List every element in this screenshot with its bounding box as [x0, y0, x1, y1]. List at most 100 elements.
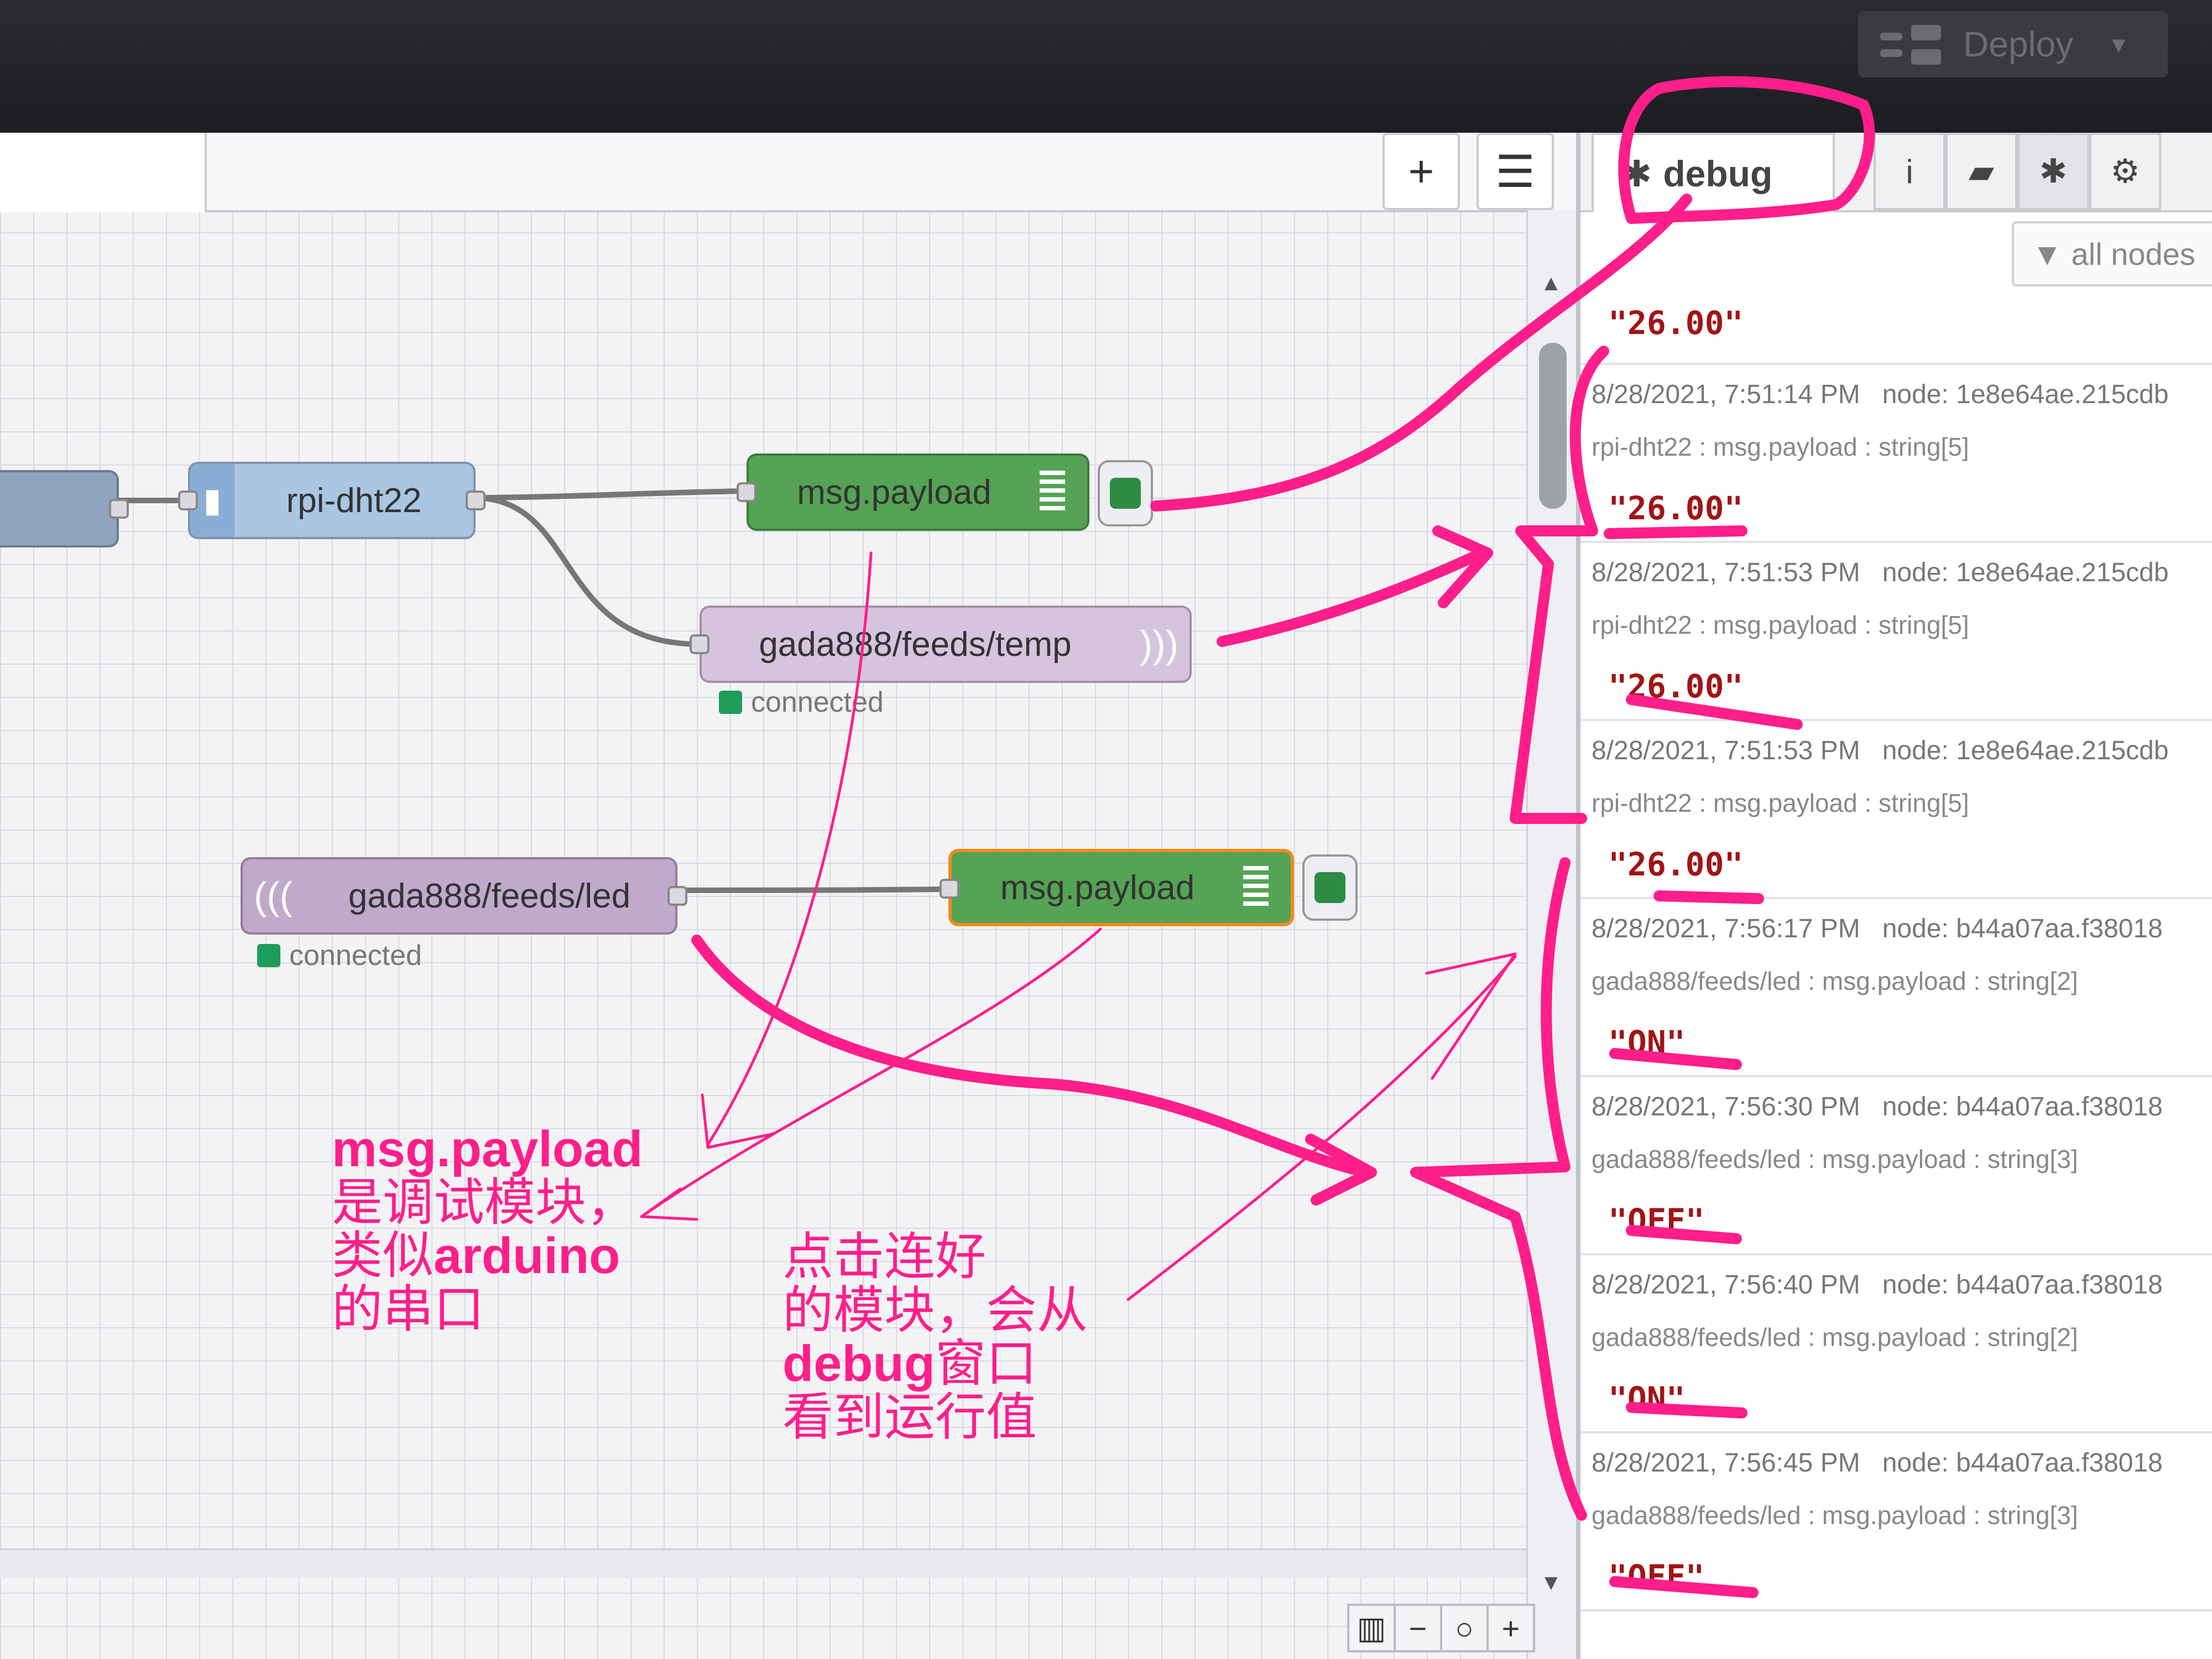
annotation-text: debug: [782, 1335, 935, 1392]
upstream-node[interactable]: [0, 470, 129, 547]
annotation-text: msg.payload: [332, 1121, 643, 1177]
message-node-id[interactable]: node: b44a07aa.f38018: [1882, 914, 2163, 943]
status-dot: [719, 691, 742, 714]
mqtt-in-status: connected: [257, 939, 422, 972]
debug-message-list[interactable]: "26.00" 8/28/2021, 7:51:14 PM node: 1e8e6…: [1580, 288, 2212, 1611]
node-output-port[interactable]: [667, 886, 687, 906]
flow-tab[interactable]: [0, 133, 207, 212]
message-value[interactable]: "26.00": [1608, 846, 1744, 883]
scroll-down-icon[interactable]: ▼: [1540, 1571, 1562, 1595]
filter-icon: ▼: [2032, 236, 2063, 272]
debug-message: 8/28/2021, 7:56:45 PM node: b44a07aa.f380…: [1580, 1433, 2212, 1611]
message-node-id[interactable]: node: 1e8e64ae.215cdb: [1882, 380, 2169, 409]
book-icon[interactable]: ▰: [1945, 133, 2017, 210]
status-text: connected: [289, 940, 422, 972]
plus-icon: +: [1408, 147, 1434, 196]
node-output-port[interactable]: [466, 491, 486, 510]
annotation-text: 的模块，会从: [782, 1282, 1088, 1339]
flow-workspace[interactable]: + ☰ ▮ rpi-dht22 msg.payload gada888/feed…: [0, 133, 1576, 1659]
message-timestamp: 8/28/2021, 7:51:53 PM: [1592, 736, 1860, 765]
debug-node-2[interactable]: msg.payload: [940, 849, 1294, 926]
deploy-label: Deploy: [1963, 24, 2074, 64]
mqtt-signal-icon: (((: [254, 874, 293, 917]
annotation-text: 类似: [332, 1228, 434, 1285]
rpi-dht22-node[interactable]: ▮ rpi-dht22: [178, 462, 486, 539]
debug-message: "26.00": [1580, 288, 2212, 365]
debug-node-1[interactable]: msg.payload: [737, 453, 1089, 531]
deploy-icon: [1880, 25, 1941, 65]
debug-toggle-button[interactable]: [1302, 854, 1358, 921]
message-node-id[interactable]: node: b44a07aa.f38018: [1882, 1092, 2163, 1121]
status-text: connected: [751, 686, 884, 718]
annotation-right: 点击连好 的模块，会从 debug窗口 看到运行值: [782, 1230, 1088, 1444]
deploy-button[interactable]: Deploy ▾: [1858, 11, 2168, 77]
flow-list-button[interactable]: ☰: [1477, 133, 1554, 210]
message-value[interactable]: "26.00": [1608, 489, 1744, 527]
message-node-id[interactable]: node: 1e8e64ae.215cdb: [1882, 558, 2169, 587]
node-input-port[interactable]: [737, 482, 757, 502]
debug-message: 8/28/2021, 7:56:40 PM node: b44a07aa.f380…: [1580, 1255, 2212, 1433]
node-label: rpi-dht22: [286, 481, 422, 520]
node-input-port[interactable]: [940, 879, 959, 899]
zoom-reset-button[interactable]: ○: [1440, 1604, 1489, 1652]
mqtt-out-temp-node[interactable]: gada888/feeds/temp ))): [690, 606, 1192, 683]
message-node-id[interactable]: node: 1e8e64ae.215cdb: [1882, 736, 2169, 765]
add-flow-button[interactable]: +: [1383, 133, 1460, 210]
message-topic: rpi-dht22 : msg.payload : string[5]: [1592, 432, 1969, 461]
annotation-left: msg.payload 是调试模块， 类似arduino 的串口: [332, 1123, 643, 1336]
filter-nodes-button[interactable]: ▼ all nodes: [2012, 221, 2212, 286]
message-topic: gada888/feeds/led : msg.payload : string…: [1592, 1501, 2078, 1530]
message-timestamp: 8/28/2021, 7:51:14 PM: [1592, 380, 1860, 409]
horizontal-scrollbar[interactable]: [0, 1548, 1526, 1578]
message-timestamp: 8/28/2021, 7:51:53 PM: [1592, 558, 1860, 587]
message-value[interactable]: "26.00": [1608, 304, 1744, 342]
node-input-port[interactable]: [178, 491, 198, 510]
info-icon[interactable]: i: [1874, 133, 1945, 210]
debug-message: 8/28/2021, 7:51:53 PM node: 1e8e64ae.215c…: [1580, 543, 2212, 721]
annotation-text: 窗口: [935, 1335, 1037, 1392]
annotation-text: 点击连好: [782, 1229, 987, 1285]
scroll-up-icon[interactable]: ▲: [1540, 271, 1562, 295]
node-label: msg.payload: [797, 473, 992, 512]
gear-icon[interactable]: ⚙: [2089, 133, 2161, 210]
top-bar: Deploy ▾: [0, 0, 2212, 133]
zoom-out-button[interactable]: −: [1394, 1604, 1442, 1652]
annotation-text: arduino: [434, 1228, 620, 1285]
annotation-text: 的串口: [332, 1281, 485, 1338]
mqtt-in-led-node[interactable]: ((( gada888/feeds/led: [241, 857, 687, 935]
debug-list-icon: [1243, 866, 1269, 909]
scrollbar-thumb[interactable]: [1539, 343, 1567, 509]
filter-label: all nodes: [2071, 236, 2195, 272]
message-node-id[interactable]: node: b44a07aa.f38018: [1882, 1448, 2163, 1478]
node-label: gada888/feeds/temp: [759, 625, 1072, 664]
debug-bug-icon[interactable]: ✱: [2017, 133, 2089, 210]
message-topic: gada888/feeds/led : msg.payload : string…: [1592, 1145, 2078, 1173]
mqtt-out-status: connected: [719, 686, 884, 719]
debug-message: 8/28/2021, 7:56:30 PM node: b44a07aa.f380…: [1580, 1077, 2212, 1255]
annotation-text: 是调试模块，: [332, 1174, 638, 1231]
zoom-in-button[interactable]: +: [1486, 1604, 1535, 1652]
mqtt-signal-icon: ))): [1140, 623, 1178, 666]
message-timestamp: 8/28/2021, 7:56:45 PM: [1592, 1448, 1860, 1478]
status-dot: [257, 944, 280, 967]
message-topic: gada888/feeds/led : msg.payload : string…: [1592, 1323, 2078, 1352]
message-timestamp: 8/28/2021, 7:56:40 PM: [1592, 1270, 1860, 1300]
message-topic: gada888/feeds/led : msg.payload : string…: [1592, 967, 2078, 995]
message-timestamp: 8/28/2021, 7:56:30 PM: [1592, 1092, 1860, 1121]
debug-list-icon: [1040, 471, 1065, 514]
workspace-footer: ▥ − ○ +: [0, 1548, 1535, 1659]
node-label: msg.payload: [1000, 868, 1195, 907]
chevron-down-icon[interactable]: ▾: [2112, 30, 2126, 59]
annotation-text: 看到运行值: [782, 1389, 1037, 1446]
node-label: gada888/feeds/led: [348, 877, 631, 915]
tab-label: debug: [1663, 153, 1773, 194]
message-node-id[interactable]: node: b44a07aa.f38018: [1882, 1270, 2163, 1300]
node-output-port[interactable]: [109, 499, 129, 519]
message-topic: rpi-dht22 : msg.payload : string[5]: [1592, 789, 1969, 817]
debug-toggle-button[interactable]: [1098, 460, 1153, 526]
debug-message: 8/28/2021, 7:51:14 PM node: 1e8e64ae.215c…: [1580, 365, 2212, 543]
list-icon: ☰: [1495, 147, 1535, 196]
node-input-port[interactable]: [690, 634, 709, 654]
flow-tab-strip: + ☰: [0, 133, 1576, 212]
